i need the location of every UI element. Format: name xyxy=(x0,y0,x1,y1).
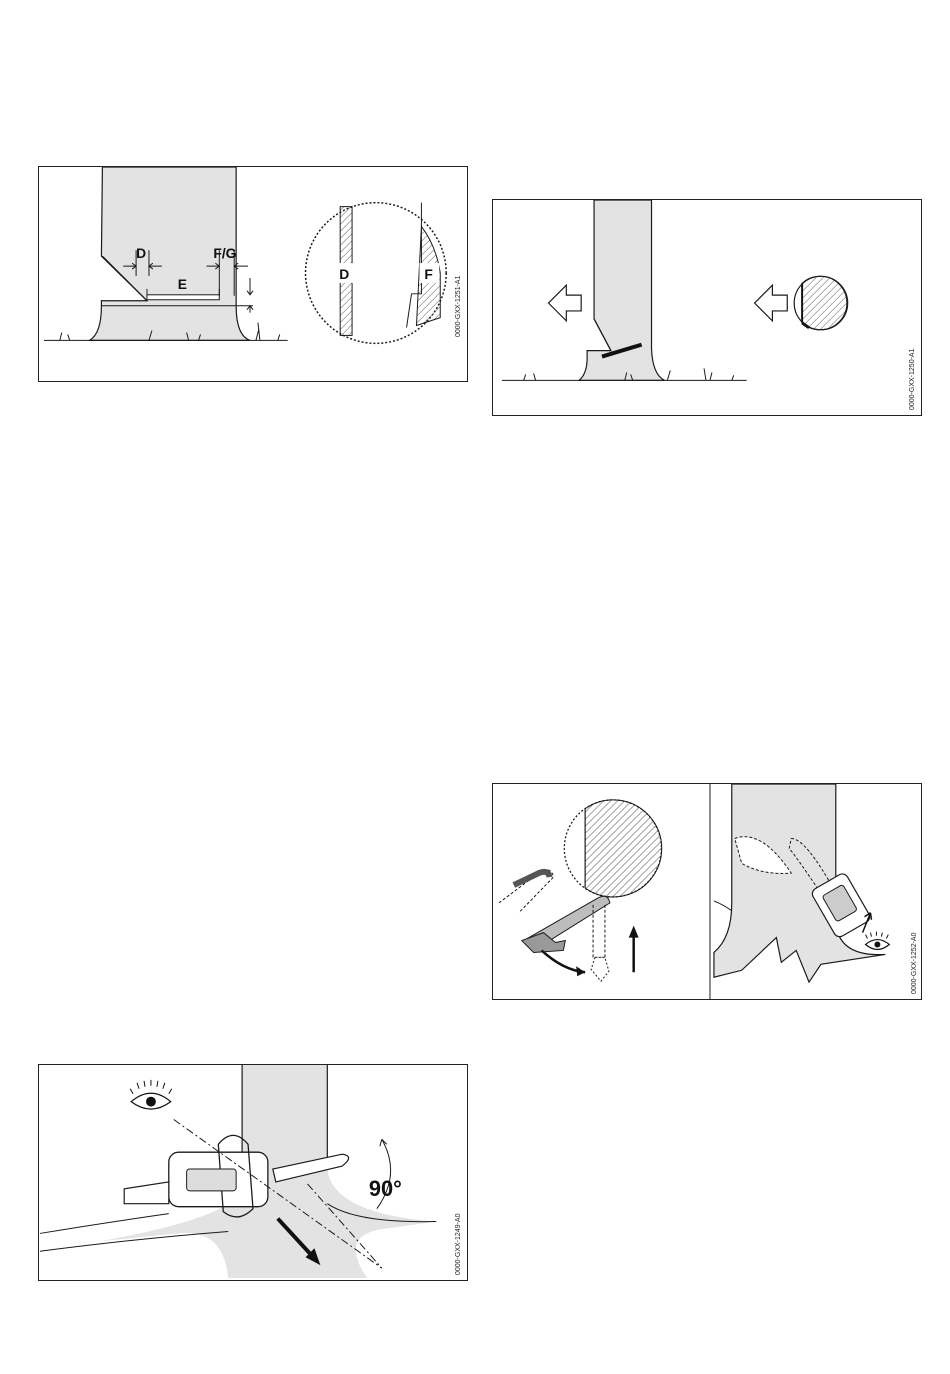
small-cross-section xyxy=(794,276,848,330)
label-d-circle: D xyxy=(339,266,349,282)
eye-icon xyxy=(130,1080,172,1109)
figure-code: 0000-GXX-1252-A0 xyxy=(911,933,918,994)
right-panel xyxy=(714,784,889,982)
left-arrow-icon xyxy=(548,285,581,321)
tree-trunk xyxy=(714,784,885,982)
figure-plunge-cut: 0000-GXX-1252-A0 xyxy=(492,783,922,1000)
figure-code: 0000-GXX-1250-A1 xyxy=(909,349,916,410)
label-fg: F/G xyxy=(213,245,236,261)
notch-dimensions-drawing: D F/G E D F xyxy=(39,167,467,381)
figure-sight-line: 90° 0000-GXX-1249-A0 xyxy=(38,1064,468,1281)
back-cut-bar xyxy=(147,295,219,300)
label-e: E xyxy=(178,276,187,292)
angle-label: 90° xyxy=(369,1176,402,1201)
label-d: D xyxy=(136,245,146,261)
plunge-cut-drawing xyxy=(493,784,921,999)
figure-code: 0000-GXX-1249-A0 xyxy=(455,1214,462,1275)
eye-icon xyxy=(866,932,890,950)
figure-notch-dimensions: D F/G E D F 0000-GXX-1251-A1 xyxy=(38,166,468,382)
tree-trunk xyxy=(579,200,664,380)
figure-code: 0000-GXX-1251-A1 xyxy=(455,276,462,337)
felling-direction-drawing xyxy=(493,200,921,415)
sight-line-drawing: 90° xyxy=(39,1065,467,1280)
left-panel xyxy=(499,800,662,981)
figure-felling-direction: 0000-GXX-1250-A1 xyxy=(492,199,922,416)
label-f-circle: F xyxy=(424,266,432,282)
left-arrow-icon-2 xyxy=(755,285,788,321)
